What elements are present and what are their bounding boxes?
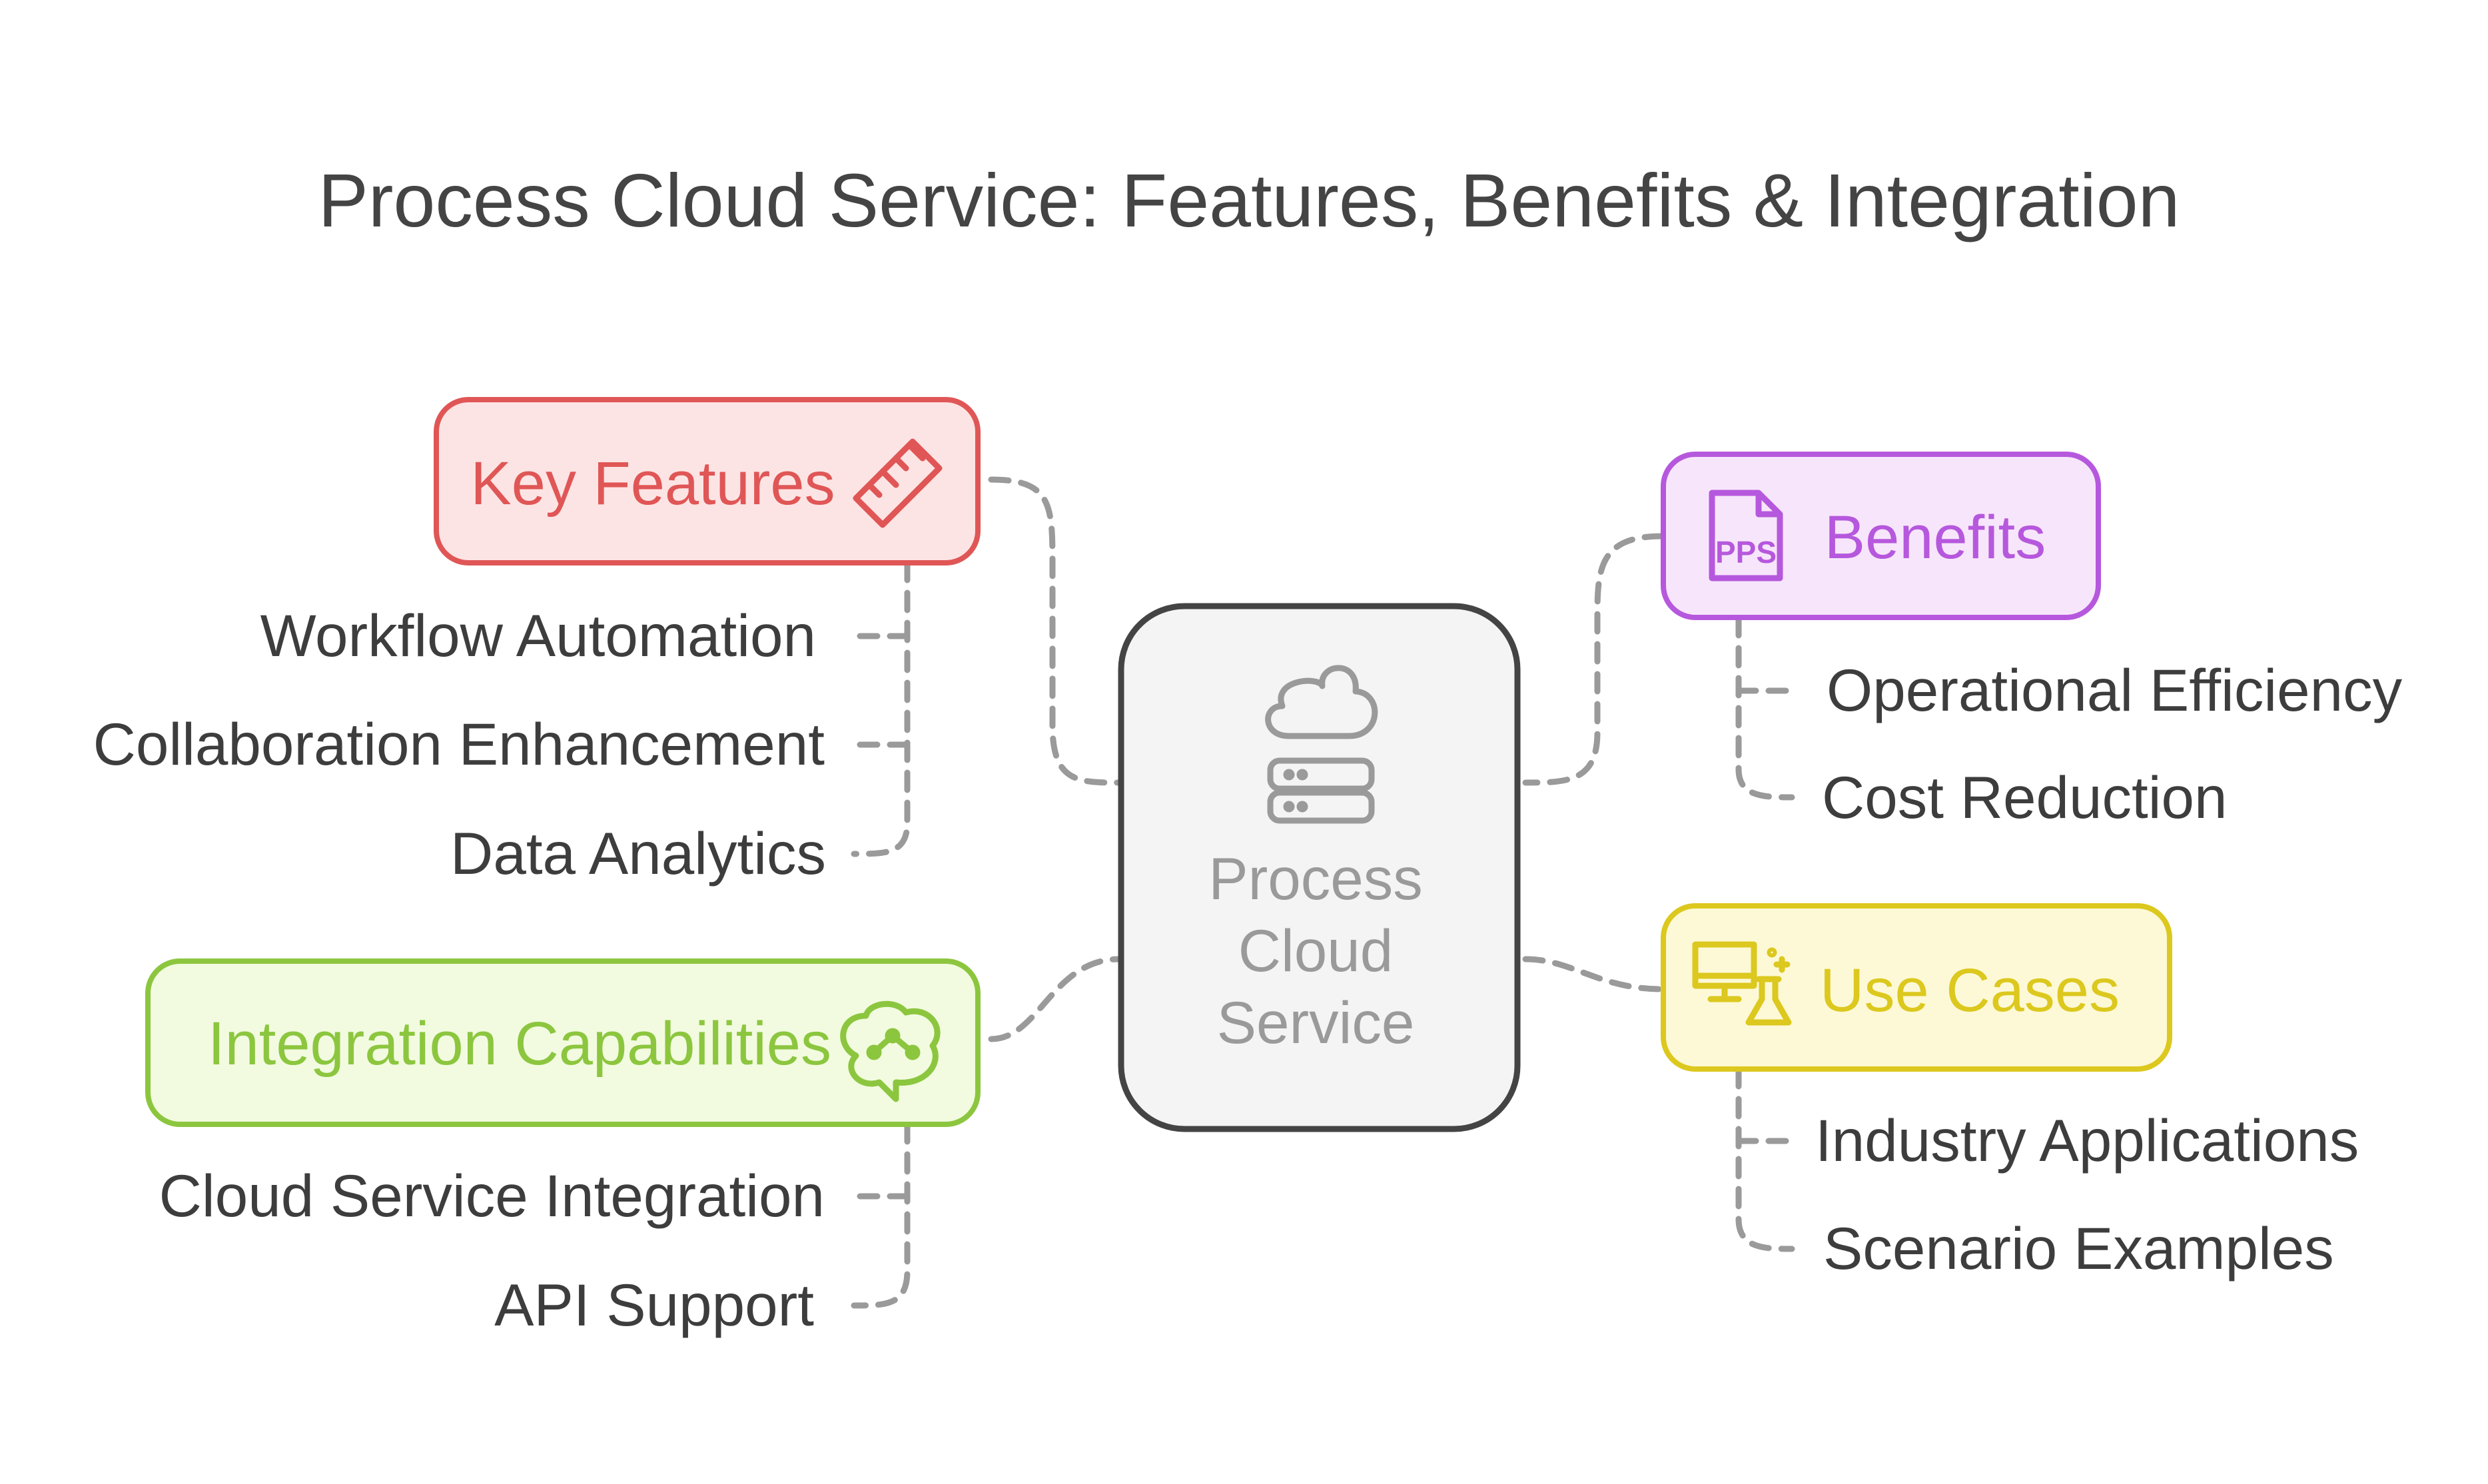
item-scenario-examples: Scenario Examples bbox=[1823, 1215, 2334, 1282]
key-features-label: Key Features bbox=[470, 450, 835, 518]
item-connectors bbox=[851, 559, 1795, 1309]
use-cases-trunk bbox=[1735, 1066, 1795, 1252]
branch-benefits: PPS Benefits Operational Efficiency Cost… bbox=[1661, 452, 2403, 831]
monitor-flask-icon bbox=[1692, 941, 1792, 1026]
center-label-line-1: Process bbox=[1208, 845, 1423, 912]
center-node: Process Cloud Service bbox=[1118, 603, 1521, 1132]
connector-benefits bbox=[1522, 533, 1665, 786]
item-data-analytics: Data Analytics bbox=[450, 820, 826, 887]
integration-trunk bbox=[851, 1121, 911, 1309]
item-collaboration-enhancement: Collaboration Enhancement bbox=[93, 711, 825, 777]
center-label-line-3: Service bbox=[1217, 989, 1415, 1056]
branch-integration-capabilities: Integration Capabilities Cloud Service I… bbox=[145, 958, 981, 1338]
center-node-box bbox=[1118, 603, 1521, 1132]
benefits-trunk bbox=[1735, 615, 1795, 801]
branch-use-cases: Use Cases Industry Applications Scenario… bbox=[1661, 903, 2359, 1282]
connector-integration bbox=[988, 956, 1122, 1042]
key-features-box bbox=[434, 397, 981, 565]
benefits-label: Benefits bbox=[1825, 504, 2046, 571]
integration-label: Integration Capabilities bbox=[208, 1010, 831, 1078]
item-industry-applications: Industry Applications bbox=[1815, 1107, 2359, 1174]
item-operational-efficiency: Operational Efficiency bbox=[1827, 657, 2403, 723]
item-workflow-automation: Workflow Automation bbox=[260, 602, 816, 669]
integration-box bbox=[145, 958, 981, 1127]
use-cases-label: Use Cases bbox=[1820, 956, 2120, 1024]
connector-use-cases bbox=[1522, 956, 1665, 992]
cloud-server-icon bbox=[1265, 665, 1378, 824]
svg-text:PPS: PPS bbox=[1715, 535, 1777, 569]
diagram-title: Process Cloud Service: Features, Benefit… bbox=[318, 159, 2180, 242]
item-api-support: API Support bbox=[494, 1272, 814, 1338]
center-connectors bbox=[988, 476, 1665, 1042]
item-cloud-service-integration: Cloud Service Integration bbox=[159, 1162, 825, 1229]
item-cost-reduction: Cost Reduction bbox=[1822, 764, 2228, 831]
center-label-line-2: Cloud bbox=[1238, 917, 1394, 984]
pps-file-icon: PPS bbox=[1709, 490, 1783, 581]
ruler-icon bbox=[853, 438, 943, 528]
connector-key-features bbox=[988, 476, 1122, 786]
brain-circuit-icon bbox=[840, 1000, 941, 1102]
branch-key-features: Key Features Workflow Automation Collabo… bbox=[93, 397, 981, 887]
key-features-trunk bbox=[851, 559, 911, 857]
use-cases-box bbox=[1661, 903, 2172, 1072]
